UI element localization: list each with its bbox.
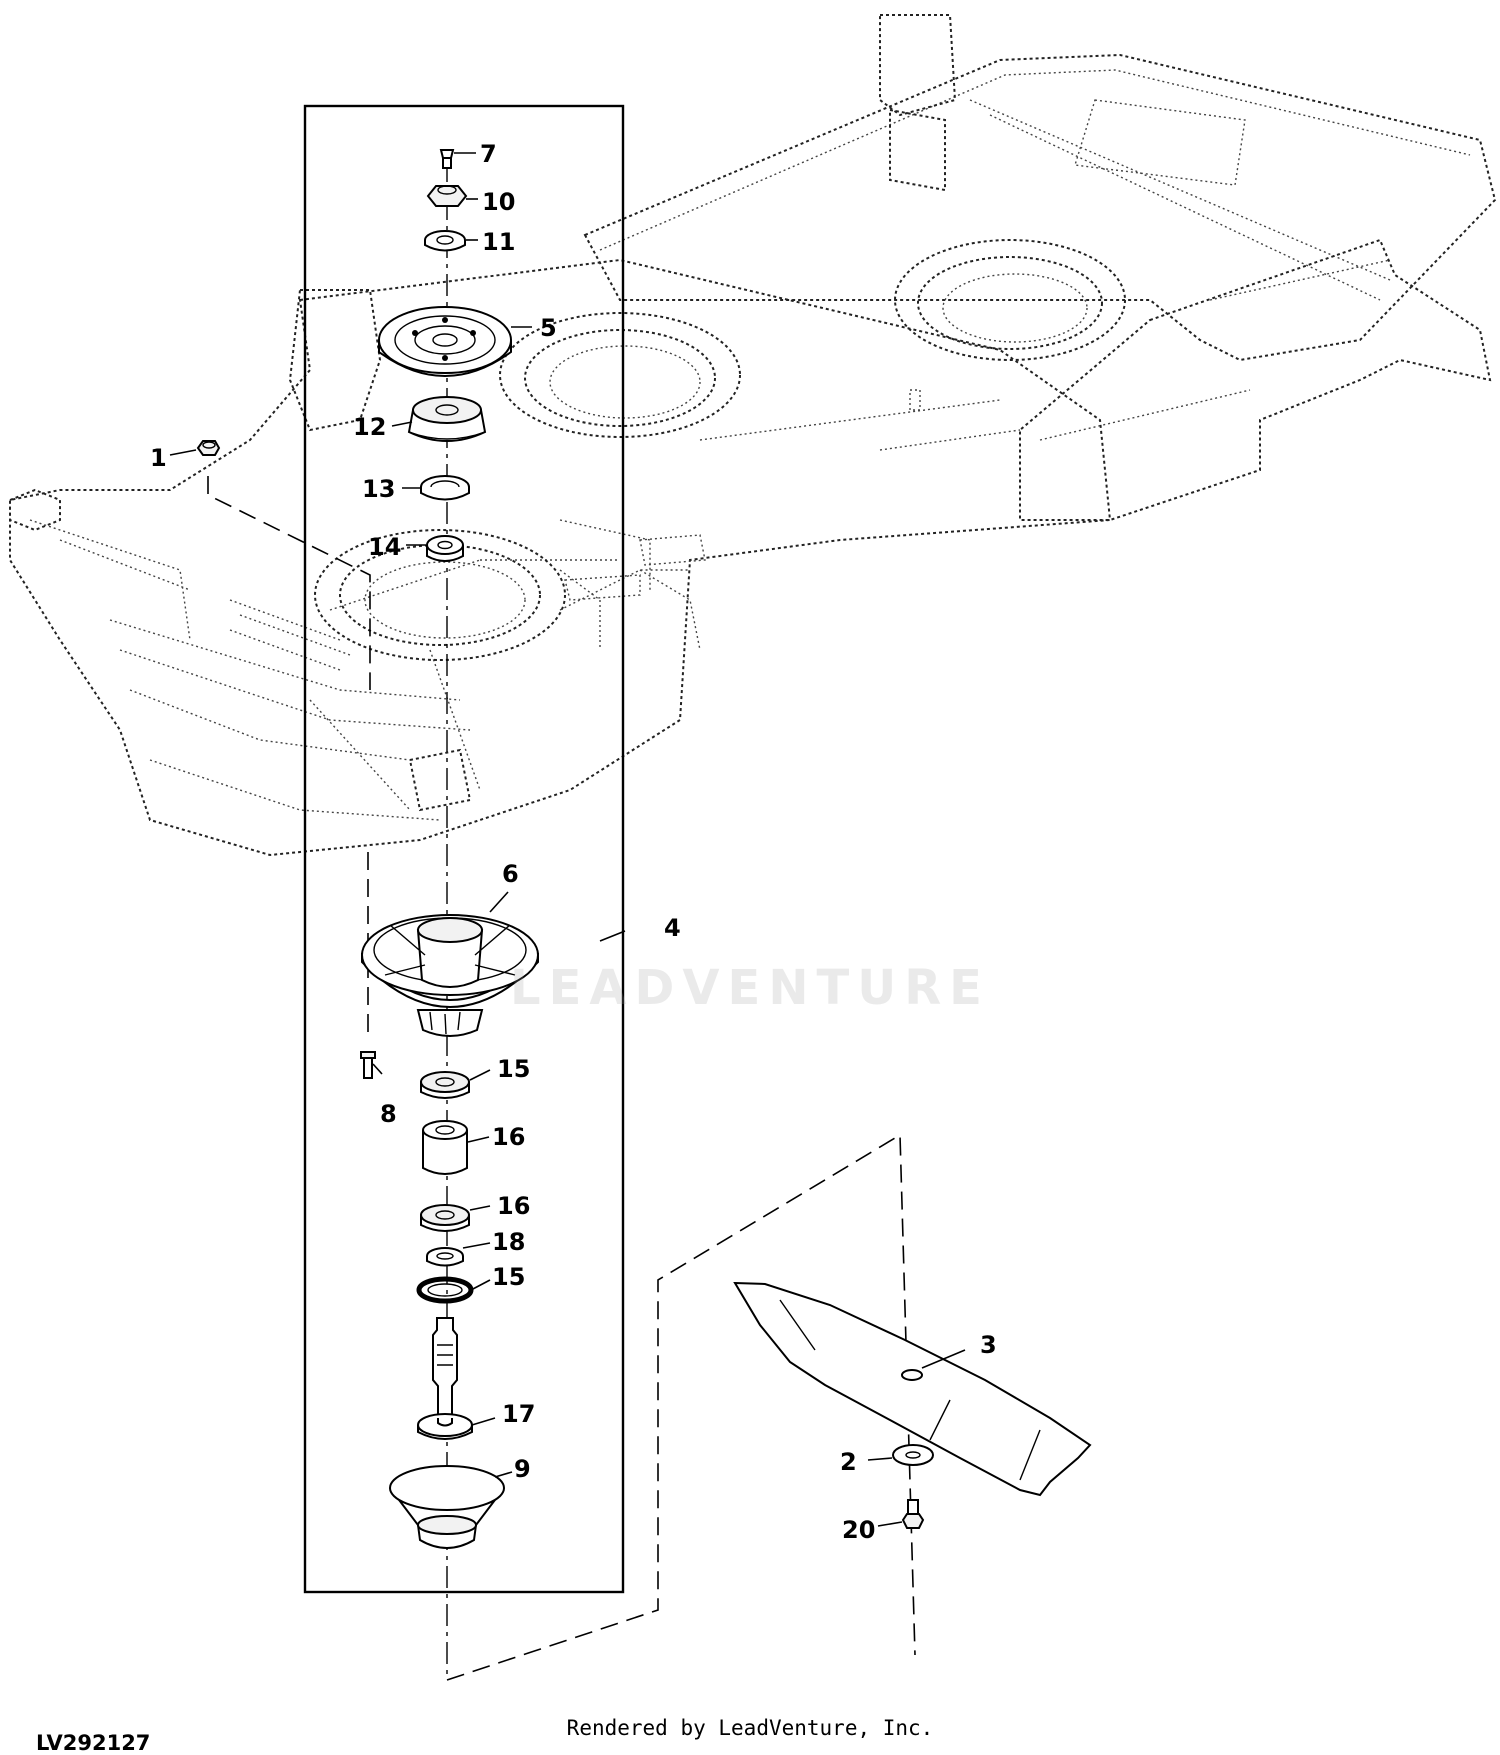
callout-labels: 7 10 11 5 12 1 13 14 6 4 15 8 16 16 18 1…: [150, 140, 997, 1544]
blade-part-3: [733, 1281, 1092, 1497]
spindle-axis-lines: [207, 160, 916, 1681]
callout-4: 4: [664, 914, 681, 942]
bearing-part-16-lower: [420, 1204, 470, 1232]
render-credit: Rendered by LeadVenture, Inc.: [566, 1716, 934, 1740]
callout-14: 14: [368, 533, 401, 561]
grease-fitting-part-7: [439, 149, 455, 169]
seal-part-15: [416, 1276, 474, 1304]
callout-12: 12: [353, 413, 386, 441]
watermark: LEADVENTURE: [510, 960, 990, 1016]
bearing-part-16-upper: [420, 1071, 470, 1099]
callout-5: 5: [540, 314, 557, 342]
callout-20: 20: [842, 1516, 875, 1544]
callout-11: 11: [482, 228, 515, 256]
leader-lines: [169, 152, 966, 1527]
cup-part-9: [389, 1465, 505, 1549]
diagram-id: LV292127: [36, 1731, 151, 1755]
nut-part-10: [426, 185, 468, 207]
callout-19: 18: [492, 1228, 525, 1256]
nut-part-1: [196, 440, 221, 456]
callout-1: 1: [150, 444, 167, 472]
callout-3: 3: [980, 1331, 997, 1359]
spindle-housing-part-6: [361, 914, 539, 1037]
callout-16-upper: 15: [497, 1055, 530, 1083]
washer-part-2: [892, 1444, 934, 1466]
callout-10: 10: [482, 188, 515, 216]
bearing-part-14: [426, 535, 464, 562]
callout-16-lower: 16: [497, 1192, 530, 1220]
bolt-part-8: [360, 1051, 376, 1079]
spindle-assembly-frame: [303, 104, 625, 1594]
callout-8: 8: [380, 1100, 397, 1128]
callout-6: 6: [502, 860, 519, 888]
callout-13: 13: [362, 475, 395, 503]
mower-deck-outline: [9, 14, 1497, 857]
spindle-shaft-part-18: [417, 1317, 473, 1440]
callout-17: 16: [492, 1123, 525, 1151]
callout-18: 17: [502, 1400, 535, 1428]
washer-part-11: [424, 230, 466, 252]
spacer-part-17: [422, 1120, 468, 1175]
washer-part-19: [426, 1247, 464, 1267]
bearing-cap-part-12: [407, 396, 487, 442]
seal-part-13: [420, 475, 470, 501]
bolt-part-20: [901, 1499, 925, 1529]
callout-2: 2: [840, 1448, 857, 1476]
callout-7: 7: [480, 140, 497, 168]
callout-9: 9: [514, 1455, 531, 1483]
pulley-part-5: [378, 306, 512, 377]
callout-15: 15: [492, 1263, 525, 1291]
